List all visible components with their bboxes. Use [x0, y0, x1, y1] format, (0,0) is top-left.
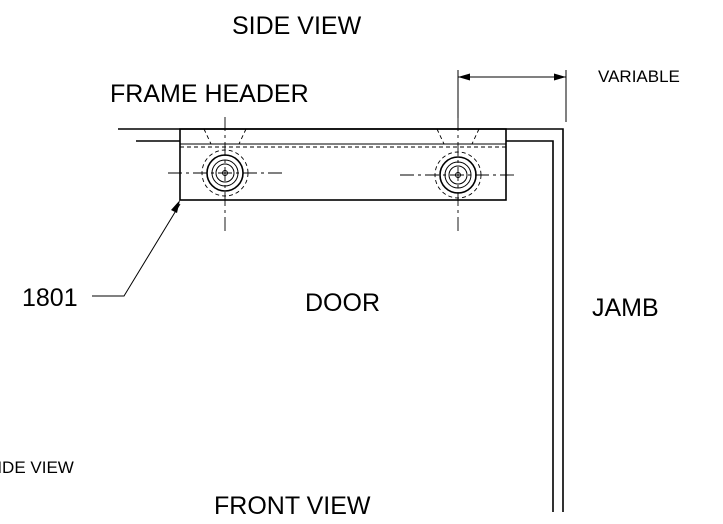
door-label: DOOR: [305, 289, 380, 317]
side-view-title: SIDE VIEW: [232, 12, 362, 40]
variable-label: VARIABLE: [598, 67, 680, 86]
reference-number-1801: 1801: [22, 284, 78, 312]
side-view-partial-label: SIDE VIEW: [0, 458, 74, 477]
header-hidden-holes: [203, 128, 480, 145]
frame-outline: [118, 128, 564, 512]
right-pivot-roller: [400, 117, 518, 232]
left-pivot-roller: [168, 117, 282, 232]
variable-dimension: [457, 70, 567, 122]
frame-header-label: FRAME HEADER: [110, 80, 309, 108]
hinge-plate: [179, 128, 507, 201]
reference-1801-leader: [92, 200, 181, 297]
jamb-label: JAMB: [592, 294, 659, 322]
front-view-title: FRONT VIEW: [214, 492, 371, 520]
